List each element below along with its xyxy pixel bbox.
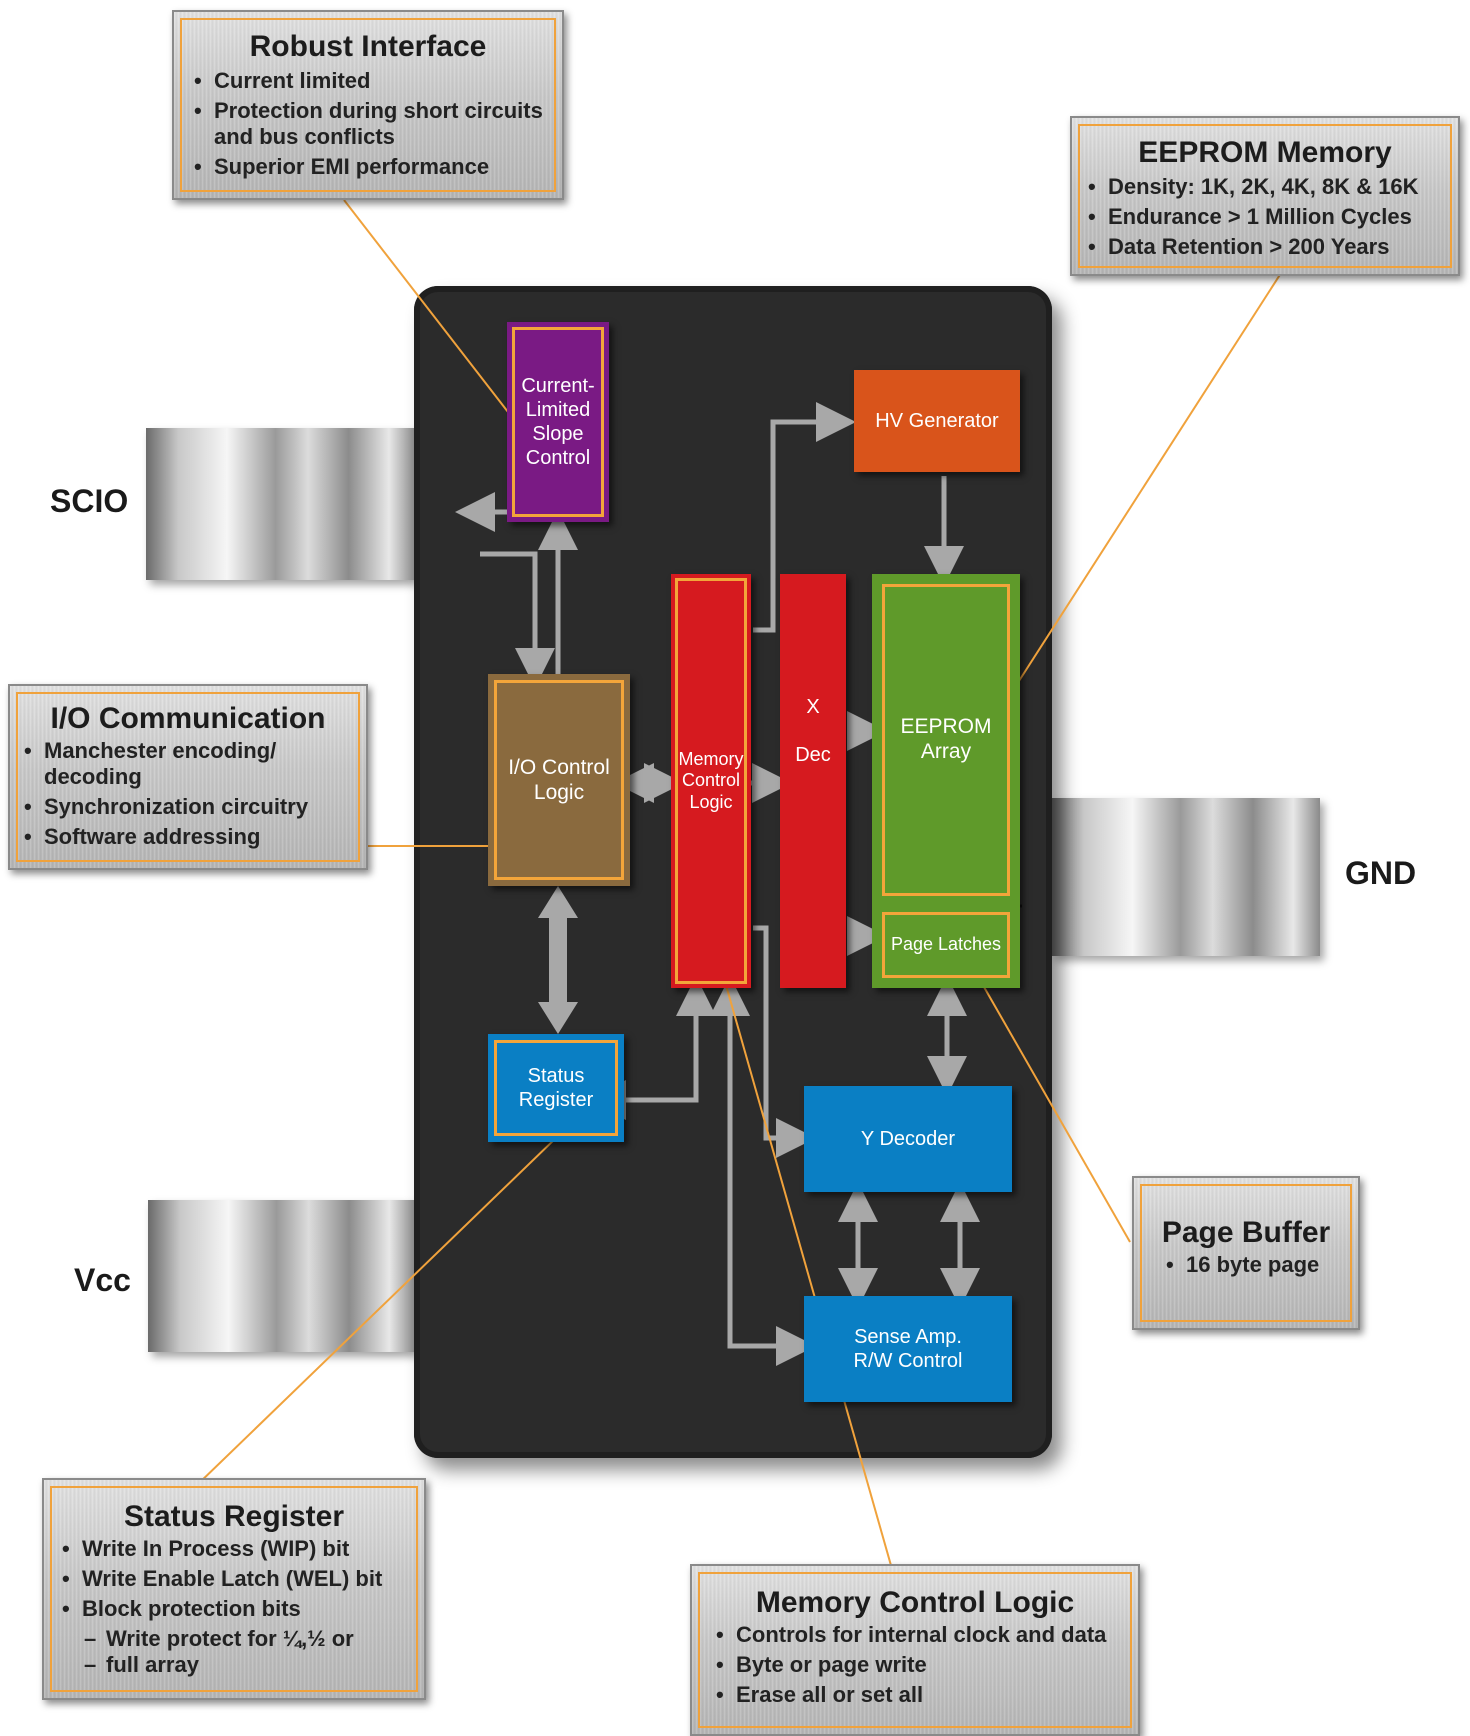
memory-control-block: Memory Control Logic: [671, 574, 751, 988]
callout-io-item: Manchester encoding/: [18, 736, 366, 766]
callout-eeprom-item: Endurance > 1 Million Cycles: [1082, 202, 1458, 232]
signal-arrows: [455, 402, 980, 1366]
callout-leaders: [195, 199, 1284, 1577]
callout-robust-item: Protection during short circuits: [188, 96, 562, 126]
callout-io-title: I/O Communication: [50, 702, 326, 735]
pin-label-vcc: Vcc: [74, 1262, 131, 1298]
callout-status-register: Status Register Write In Process (WIP) b…: [42, 1478, 426, 1700]
slope-control-label: Current- Limited Slope Control: [521, 375, 595, 469]
sense-amp-label: Sense Amp. R/W Control: [853, 1326, 963, 1372]
callout-eeprom-memory: EEPROM Memory Density: 1K, 2K, 4K, 8K & …: [1070, 116, 1460, 276]
callout-status-item: Write In Process (WIP) bit: [56, 1534, 424, 1564]
sense-amp-block: Sense Amp. R/W Control: [804, 1296, 1012, 1402]
callout-robust-title: Robust Interface: [249, 30, 487, 63]
callout-io-communication: I/O Communication Manchester encoding/ d…: [8, 684, 368, 870]
callout-page-title: Page Buffer: [1161, 1216, 1331, 1249]
page-latches-block: Page Latches: [882, 912, 1010, 978]
callout-mem-item: Byte or page write: [710, 1650, 1138, 1680]
callout-eeprom-item: Density: 1K, 2K, 4K, 8K & 16K: [1082, 172, 1458, 202]
io-status-bus-arrow: [538, 886, 578, 1034]
page-latches-label: Page Latches: [890, 934, 1002, 955]
io-control-block: I/O Control Logic: [488, 674, 630, 886]
callout-page-item: 16 byte page: [1160, 1250, 1358, 1280]
callout-io-item: Software addressing: [18, 822, 366, 852]
status-register-label: Status Register: [518, 1065, 594, 1111]
callout-io-item: Synchronization circuitry: [18, 792, 366, 822]
y-decoder-label: Y Decoder: [860, 1128, 956, 1150]
callout-status-subitem: full array: [56, 1650, 424, 1680]
pin-vcc: [148, 1200, 416, 1352]
callout-memory-control-logic: Memory Control Logic Controls for intern…: [690, 1564, 1140, 1736]
pin-label-scio: SCIO: [50, 483, 129, 519]
callout-robust-item: Current limited: [188, 66, 562, 96]
x-decoder-block: X Dec: [780, 574, 846, 988]
callout-robust-item: Superior EMI performance: [188, 152, 562, 182]
callout-robust-interface: Robust Interface Current limited Protect…: [172, 10, 564, 200]
callout-status-subitem: Write protect for ¼,½ or: [56, 1624, 424, 1654]
status-register-block: Status Register: [488, 1034, 624, 1142]
pin-gnd: [1052, 798, 1320, 956]
callout-robust-item: and bus conflicts: [214, 124, 395, 149]
io-control-label: I/O Control Logic: [508, 755, 610, 804]
y-decoder-block: Y Decoder: [804, 1086, 1012, 1192]
slope-control-block: Current- Limited Slope Control: [507, 322, 609, 522]
callout-eeprom-item: Data Retention > 200 Years: [1082, 232, 1458, 262]
callout-mem-item: Erase all or set all: [710, 1680, 1138, 1710]
pin-label-gnd: GND: [1345, 855, 1417, 891]
hv-generator-block: HV Generator: [854, 370, 1020, 472]
eeprom-array-block: EEPROM Array: [872, 574, 1020, 988]
callout-page-buffer: Page Buffer 16 byte page: [1132, 1176, 1360, 1330]
eeprom-array-label: EEPROM Array: [900, 714, 992, 763]
pin-scio: [146, 428, 416, 580]
hv-generator-label: HV Generator: [875, 410, 999, 432]
callout-status-item: Block protection bits: [56, 1594, 424, 1624]
callout-mem-title: Memory Control Logic: [755, 1586, 1075, 1619]
callout-eeprom-title: EEPROM Memory: [1138, 136, 1392, 169]
callout-status-item: Write Enable Latch (WEL) bit: [56, 1564, 424, 1594]
x-decoder-label: X Dec: [795, 696, 831, 766]
callout-status-title: Status Register: [123, 1500, 345, 1533]
callout-io-item: decoding: [44, 764, 142, 789]
callout-mem-item: Controls for internal clock and data: [710, 1620, 1138, 1650]
memory-control-label: Memory Control Logic: [678, 748, 744, 812]
